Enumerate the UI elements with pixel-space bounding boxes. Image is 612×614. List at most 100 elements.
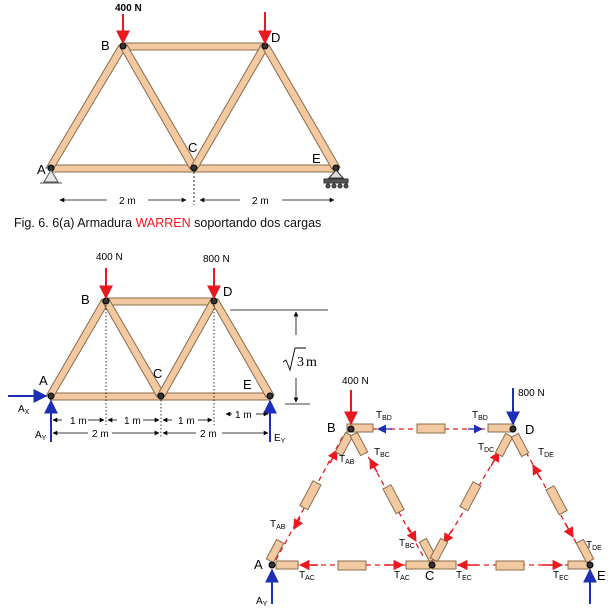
stub-a-ac [275,560,299,570]
node-label-d: D [271,30,280,45]
joint-d [210,297,218,305]
load-label-d: 800 N [518,388,545,399]
stub-c-dc [429,537,449,563]
node-label-b: B [81,292,90,307]
roller-support-e [323,169,349,189]
joint-c [157,392,165,400]
member-piece-de [545,485,568,516]
figure-2-members [45,297,275,401]
force-label-tec-left: TEC [456,570,472,582]
figure-3-free-body: 400 N 800 N AY B D A C E TBD TBD TAB TBC… [254,376,606,608]
node-label-e: E [597,568,606,583]
force-label-tde-bottom: TDE [586,540,602,552]
member-bc [119,44,199,170]
joint-d [261,42,269,50]
member-de [261,44,341,170]
stub-b-ab [334,431,354,457]
joint-e [586,561,594,569]
node-label-d: D [223,284,232,299]
joint-c [190,164,198,172]
dim-label-left: 2 m [92,429,109,440]
joint-b [347,425,355,433]
stub-d-dc [494,432,514,458]
member-piece-ac [337,560,367,571]
dim-label-left: 2 m [119,196,136,207]
member-bd [122,42,266,51]
segment-label-2: 1 m [124,416,141,427]
figure-1-dimensions [59,172,335,205]
member-piece-ab [299,480,322,511]
reaction-label-ax: AX [18,404,30,416]
joint-d [509,425,517,433]
node-label-e: E [243,377,252,392]
figure-3-member-pieces [265,423,595,571]
figure-2-height-dim [230,309,328,405]
load-label-b: 400 N [96,252,123,263]
joint-b [102,297,110,305]
stub-b-bd [346,423,374,433]
svg-text:m: m [306,355,317,370]
member-cd [156,298,219,397]
force-label-tdc-top: TDC [478,442,494,454]
stub-a-ab [265,538,285,564]
reaction-label-ay: AY [256,596,268,608]
joint-c [428,561,436,569]
node-label-a: A [37,162,46,177]
stub-b-bc [349,431,369,457]
load-label-b: 400 N [115,3,142,14]
force-label-tde-top: TDE [538,447,554,459]
member-ab [45,44,127,169]
node-label-d: D [525,422,534,437]
member-bd [104,297,216,306]
member-piece-bd [416,423,446,434]
force-label-tbd-right: TBD [472,410,488,422]
figure-1-truss: 400 N B D A C E 2 m 2 m Fig. 6. 6(a) Arm… [14,3,349,230]
dim-label-right: 2 m [252,196,269,207]
height-label-sqrt3: 3 m [282,347,317,372]
load-label-d: 800 N [203,254,230,265]
force-label-tac-right: TAC [394,570,410,582]
force-label-tac-left: TAC [299,570,315,582]
segment-label-4: 1 m [235,410,252,421]
joint-b [119,42,127,50]
figure-2-segment-dims [52,411,269,423]
node-label-c: C [153,366,162,381]
stub-e-de [575,538,595,564]
figure-2-projection-lines [105,305,215,438]
member-ab [45,298,110,397]
segment-label-1: 1 m [70,416,87,427]
node-label-e: E [312,151,321,166]
node-label-a: A [254,557,263,572]
force-label-tbc-top: TBC [374,447,390,459]
joint-e [266,392,274,400]
segment-label-3: 1 m [178,416,195,427]
figure-3-force-arrows [293,449,574,571]
member-piece-cd [459,481,482,512]
force-label-tec-right: TEC [553,570,569,582]
node-label-a: A [39,373,48,388]
member-bc [101,298,166,398]
node-label-b: B [327,420,336,435]
node-label-b: B [101,38,110,53]
figure-1-caption: Fig. 6. 6(a) Armadura WARREN soportando … [14,216,321,230]
stub-d-de [510,432,530,458]
reaction-label-ay: AY [35,430,47,442]
joint-a [268,561,276,569]
node-label-c: C [188,140,197,155]
node-label-c: C [425,568,434,583]
dim-label-right: 2 m [200,429,217,440]
force-label-tab-bottom: TAB [270,519,286,531]
load-label-b: 400 N [342,376,369,387]
figure-2-truss: 400 N 800 N B D A C E AX AY EY 1 m 1 m 1… [8,252,328,445]
pin-support-a [40,169,62,184]
force-label-tab-top: TAB [339,454,355,466]
force-label-tbd-left: TBD [376,410,392,422]
reaction-label-ey: EY [274,433,286,445]
svg-text:3: 3 [297,355,304,370]
figure-2-joints [47,297,274,400]
stub-c-ec [431,560,457,570]
member-piece-ec [495,560,525,571]
joint-a [47,392,55,400]
member-cd [189,44,269,169]
